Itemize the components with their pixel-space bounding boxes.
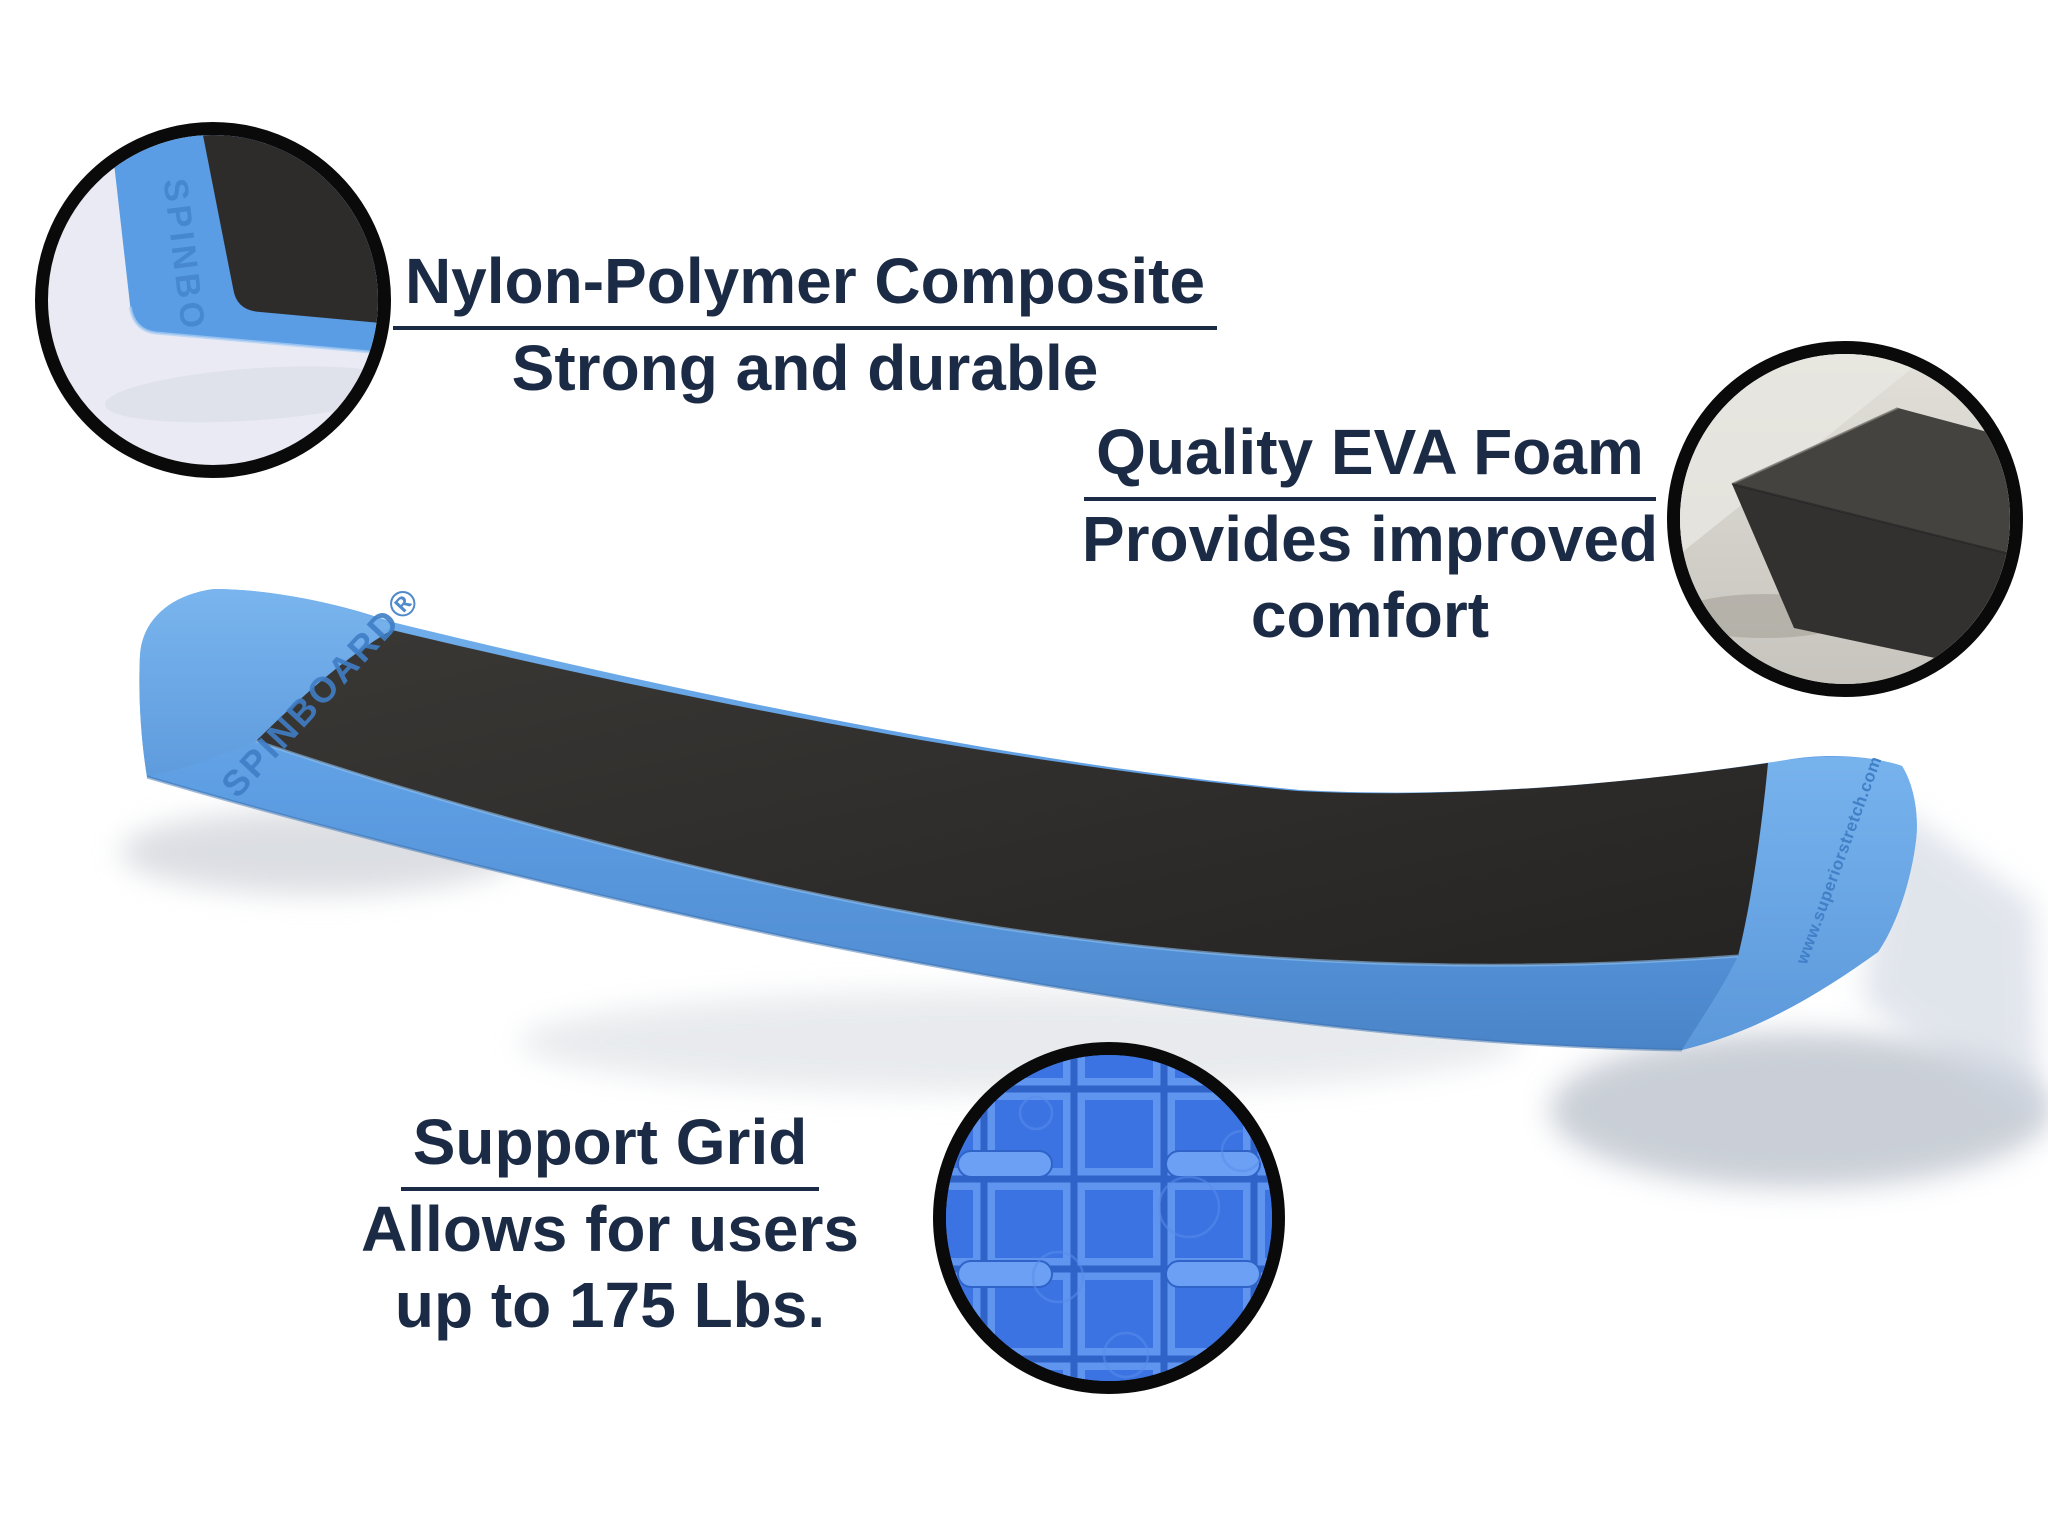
foam-slab-front-face — [1732, 484, 2010, 674]
callout-nylon-title: Nylon-Polymer Composite — [392, 243, 1218, 330]
bottom-edge-shade — [146, 775, 1683, 1052]
foam-slab-corner-edge — [1731, 483, 2010, 555]
foam-slab-top-face — [1732, 408, 2010, 554]
grid-bosses — [1018, 1095, 1264, 1379]
support-grid-graphic — [946, 1055, 1272, 1381]
grid-support-bars — [957, 1150, 1261, 1288]
corner-detail-graphic: SPINBO — [105, 135, 378, 423]
grid-grooves — [946, 1055, 1272, 1381]
callout-nylon: Nylon-Polymer Composite Strong and durab… — [375, 243, 1235, 406]
support-grid-detail-inset — [933, 1042, 1285, 1394]
foam-slab-top-edge — [1731, 407, 1899, 485]
callout-grid-line-2: up to 175 Lbs. — [394, 1269, 826, 1341]
rim-highlight — [255, 739, 1739, 967]
callout-eva-line-2: comfort — [1250, 579, 1490, 651]
callout-grid: Support Grid Allows for users up to 175 … — [330, 1104, 890, 1343]
corner-edge-highlight — [128, 306, 378, 356]
board-foam-pad — [256, 630, 1768, 966]
eva-foam-detail-inset — [1667, 341, 2023, 697]
board-left-end-cap — [139, 589, 392, 777]
callout-grid-line-1: Allows for users — [361, 1193, 859, 1265]
callout-eva-title: Quality EVA Foam — [1084, 414, 1656, 501]
callout-eva: Quality EVA Foam Provides improved comfo… — [1040, 414, 1700, 653]
callout-grid-title: Support Grid — [400, 1104, 820, 1191]
board-right-end-cap — [1682, 756, 1917, 1050]
callout-nylon-line: Strong and durable — [511, 332, 1099, 404]
callout-eva-line-1: Provides improved — [1081, 503, 1659, 575]
eva-foam-detail-graphic — [1680, 354, 2010, 684]
corner-detail-inset: SPINBO — [35, 122, 391, 478]
corner-floor-shadow — [105, 366, 378, 423]
